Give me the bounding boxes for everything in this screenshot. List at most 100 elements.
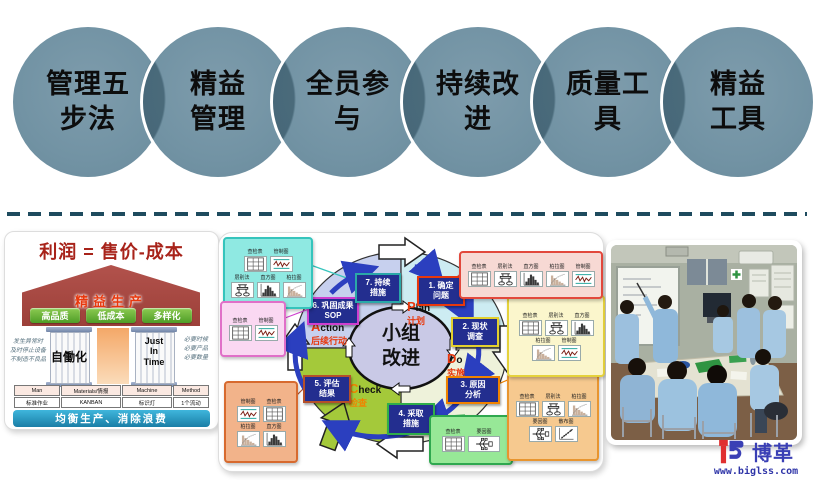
control-chart-icon: [254, 325, 278, 341]
circle-label: 全员参 与: [306, 68, 390, 134]
tool-label: 直方图: [266, 423, 282, 430]
checksheet-icon: [515, 400, 539, 417]
tool-histogram: 直方图: [519, 263, 543, 287]
tool-checksheet: 查检表: [228, 317, 252, 341]
tool-control-chart: 管制图: [557, 337, 581, 361]
tool-pareto: 柏拉图: [531, 337, 555, 361]
tool-checksheet: 查检表: [243, 248, 267, 272]
phase-rest: heck: [358, 385, 382, 396]
tool-stratification: 层别法: [541, 393, 565, 417]
benefit-quality: 高品质: [30, 308, 80, 323]
phase-check: Check 检查: [349, 381, 381, 408]
phase-zh: 后续行动: [311, 336, 348, 346]
tool-checksheet: 查检表: [518, 312, 542, 336]
tool-label: 柏拉图: [571, 393, 587, 400]
header-materials: Materials/情报: [61, 385, 121, 396]
tool-label: 管制图: [273, 249, 289, 255]
tool-label: 层别法: [548, 312, 564, 319]
checksheet-icon: [243, 256, 267, 272]
header-machine: Machine: [122, 385, 172, 396]
team-meeting-photo: [606, 240, 802, 445]
tool-label: 管制图: [240, 398, 256, 405]
lean-house-roof: 精益生产 高品质 低成本 多样化: [22, 265, 200, 326]
tool-control-chart: 管制图: [236, 398, 260, 422]
checksheet-icon: [467, 271, 491, 287]
center-column: [97, 328, 129, 384]
tool-label: 要因图: [476, 429, 492, 435]
control-chart-icon: [571, 271, 595, 287]
phase-do: Do 实施: [447, 351, 465, 378]
tool-label: 散布图: [558, 418, 574, 425]
step-3-root-cause: 3. 原因 分析: [446, 376, 500, 404]
tool-stratification: 层别法: [493, 263, 517, 287]
stratification-icon: [544, 319, 568, 336]
profit-formula-title: 利润 = 售价-成本: [39, 242, 184, 262]
checksheet-icon: [262, 405, 286, 422]
tool-label: 层别法: [497, 264, 513, 270]
biglss-logo-mark: [719, 439, 744, 463]
tool-label: 管制图: [561, 337, 577, 344]
tool-pareto: 柏拉图: [567, 393, 591, 417]
pareto-icon: [282, 282, 306, 298]
histogram-icon: [570, 319, 594, 336]
histogram-icon: [262, 430, 286, 447]
tool-label: 柏拉图: [535, 337, 551, 344]
tool-checksheet: 查检表: [467, 263, 491, 287]
toolbox-bottom: 查检表 要因图: [429, 415, 513, 465]
jit-pillar: [135, 332, 175, 384]
pillar-cap: [46, 382, 92, 387]
phase-rest: ction: [320, 323, 345, 334]
tool-histogram: 直方图: [262, 423, 286, 447]
pareto-icon: [531, 344, 555, 361]
4m-table: Man Materials/情报 Machine Method 标准作业 KAN…: [13, 384, 210, 409]
benefit-cost: 低成本: [86, 308, 136, 323]
histogram-icon: [256, 282, 280, 298]
circle-label: 管理五 步法: [46, 68, 130, 134]
circle-lean-tools: 精益 工具: [660, 24, 814, 180]
tool-label: 层别法: [234, 275, 250, 281]
phase-rest: o: [456, 355, 463, 366]
tool-label: 管制图: [258, 318, 274, 324]
tool-control-chart: 管制图: [571, 263, 595, 287]
pareto-icon: [545, 271, 569, 287]
stratification-icon: [230, 282, 254, 298]
lean-house-card: 利润 = 售价-成本 精益生产 高品质 低成本 多样化 发生异常时 及时停止设备…: [4, 231, 219, 430]
circle-lean-management: 精益 管理: [140, 24, 296, 180]
phase-zh: 计划: [407, 316, 426, 326]
tool-histogram: 直方图: [256, 274, 280, 298]
phase-initial: A: [311, 319, 321, 334]
step-7-sustain: 7. 持续 措施: [355, 273, 401, 303]
toolbox-left: 查检表 管制图: [220, 301, 286, 357]
heijunka-bar: 均衡生产、消除浪费: [13, 410, 210, 427]
team-improvement-label: 小组 改进: [381, 323, 420, 369]
tool-label: 直方图: [523, 264, 539, 270]
brand-name: 博革: [752, 443, 794, 465]
tool-checksheet: 查检表: [262, 398, 286, 422]
header-method: Method: [173, 385, 209, 396]
tool-label: 查检表: [266, 398, 282, 405]
tool-label: 柏拉图: [549, 264, 565, 270]
phase-plan: Plan 计划: [407, 299, 430, 326]
tool-stratification: 层别法: [230, 274, 254, 298]
toolbox-right: 查检表 层别法 直方图 柏拉图 管制图: [507, 295, 605, 377]
pillar-cap: [131, 382, 177, 387]
brand-url: www.biglss.com: [713, 466, 799, 477]
meeting-photo-scene: [611, 245, 797, 440]
tool-checksheet: 查检表: [515, 393, 539, 417]
roof-label: 精益生产: [74, 294, 147, 309]
phase-zh: 检查: [349, 398, 368, 408]
phase-rest: lan: [415, 303, 431, 314]
toolbox-top-left: 查检表 管制图 层别法 直方图 柏拉图: [223, 237, 313, 309]
tool-label: 直方图: [260, 275, 276, 281]
cell-andon: 标识灯: [122, 397, 172, 408]
tool-stratification: 层别法: [544, 312, 568, 336]
checksheet-icon: [441, 436, 465, 452]
pillar-cap: [131, 327, 177, 332]
tool-control-chart: 管制图: [269, 248, 293, 272]
tool-checksheet: 查检表: [441, 428, 465, 452]
benefit-variety: 多样化: [142, 308, 192, 323]
pareto-icon: [236, 430, 260, 447]
tool-label: 层别法: [545, 393, 561, 400]
stratification-icon: [541, 400, 565, 417]
